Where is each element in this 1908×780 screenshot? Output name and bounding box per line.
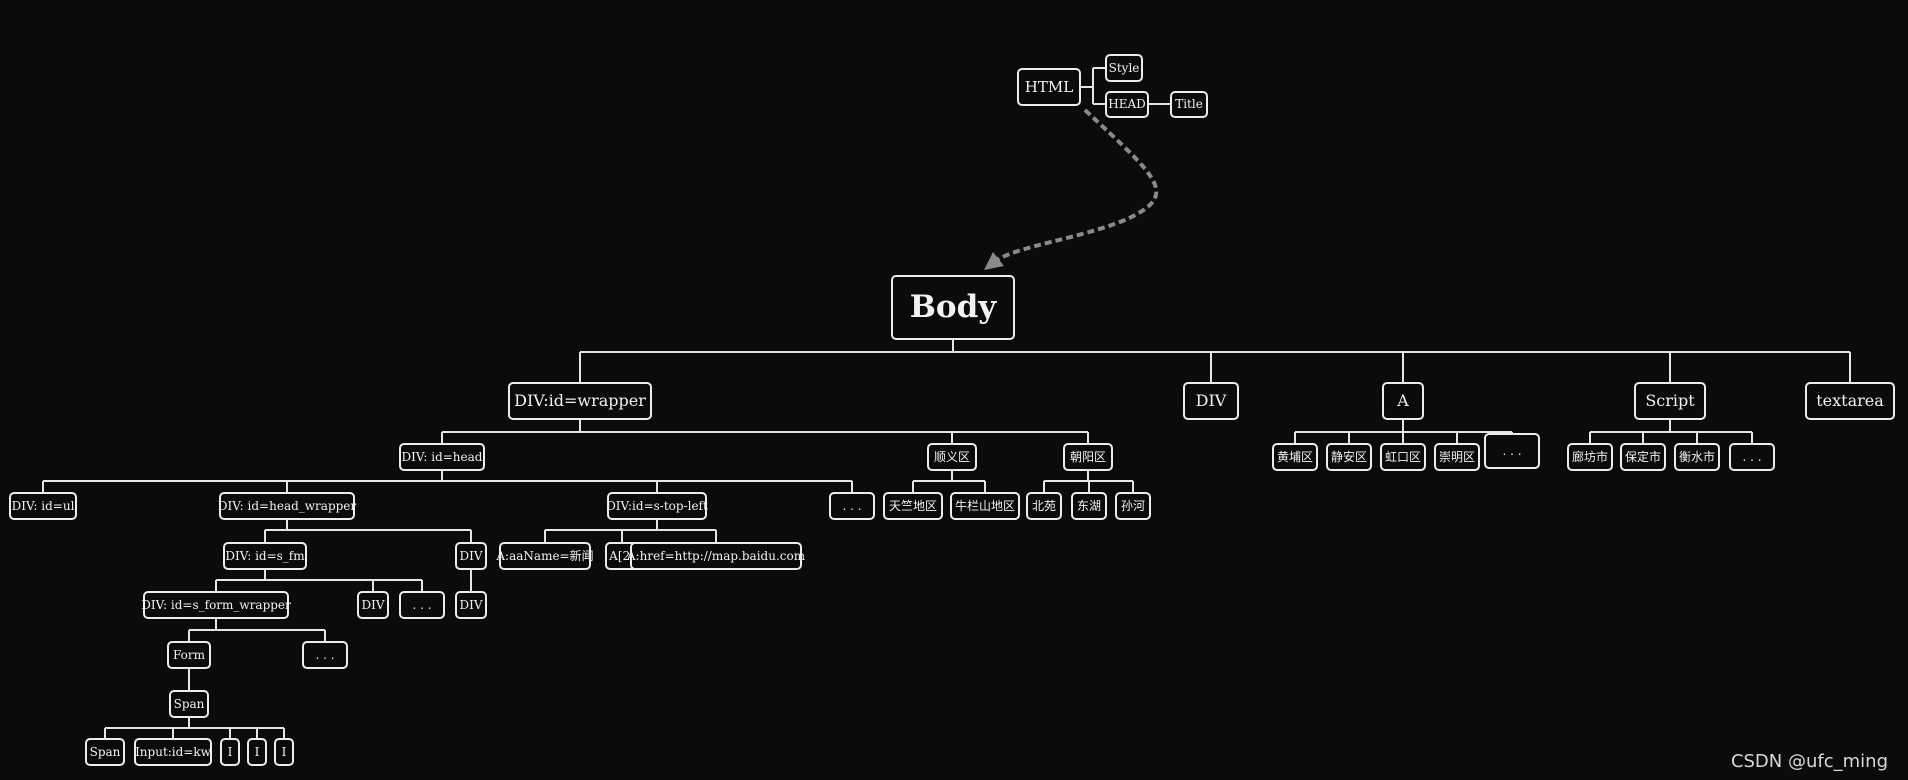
node-baoding: 保定市 [1620,443,1666,471]
node-i2: I [247,738,267,766]
node-div-hw: DIV [455,542,487,570]
node-head: HEAD [1105,90,1149,118]
node-div-wrapper: DIV:id=wrapper [508,382,652,420]
node-form: Form [167,641,211,669]
node-div-head: DIV: id=head [399,443,485,471]
node-title: Title [1170,90,1208,118]
node-div: DIV [1183,382,1239,420]
node-div-fm2: DIV [357,591,389,619]
node-chongming: 崇明区 [1434,443,1480,471]
node-textarea: textarea [1805,382,1895,420]
node-div-hw-child: DIV [455,591,487,619]
node-donghu: 东湖 [1071,492,1107,520]
node-a-href: A:href=http://map.baidu.com [627,542,805,570]
node-huangpu: 黄埔区 [1272,443,1318,471]
arrowhead-icon [984,252,1004,270]
node-head-more: . . . [829,492,875,520]
node-a: A [1382,382,1424,420]
node-div-head-wrapper: DIV: id=head_wrapper [218,492,356,520]
node-jingan: 静安区 [1326,443,1372,471]
node-input-kw: Input:id=kw [134,738,212,766]
dashed-arrow-html-to-body [991,108,1159,264]
node-i3: I [274,738,294,766]
node-shunyi: 顺义区 [927,443,977,471]
watermark: CSDN @ufc_ming [1730,751,1888,772]
node-tianzhu: 天竺地区 [883,492,943,520]
node-a-news: A:aaName=新闻 [496,542,594,570]
node-div-form-wrapper: DIV: id=s_form_wrapper [141,591,291,619]
node-div-s-fm: DIV: id=s_fm [223,542,307,570]
node-a-more: . . . [1484,433,1540,469]
node-sunhe: 孙河 [1115,492,1151,520]
node-langfang: 廊坊市 [1567,443,1613,471]
node-span-child: Span [85,738,125,766]
node-fw-more: . . . [302,641,348,669]
node-i1: I [220,738,240,766]
node-div-top-left: DIV:id=s-top-left [606,492,708,520]
node-niulanshan: 牛栏山地区 [950,492,1020,520]
node-div-ul: DIV: id=ul [9,492,77,520]
node-fm-more: . . . [399,591,445,619]
node-hengshui: 衡水市 [1674,443,1720,471]
node-chaoyang: 朝阳区 [1063,443,1113,471]
node-body: Body [891,274,1015,340]
node-script: Script [1634,382,1706,420]
node-html: HTML [1017,68,1081,106]
node-script-more: . . . [1729,443,1775,471]
node-style: Style [1105,54,1143,82]
node-hongkou: 虹口区 [1380,443,1426,471]
node-beiyuan: 北苑 [1026,492,1062,520]
node-span: Span [169,690,209,718]
